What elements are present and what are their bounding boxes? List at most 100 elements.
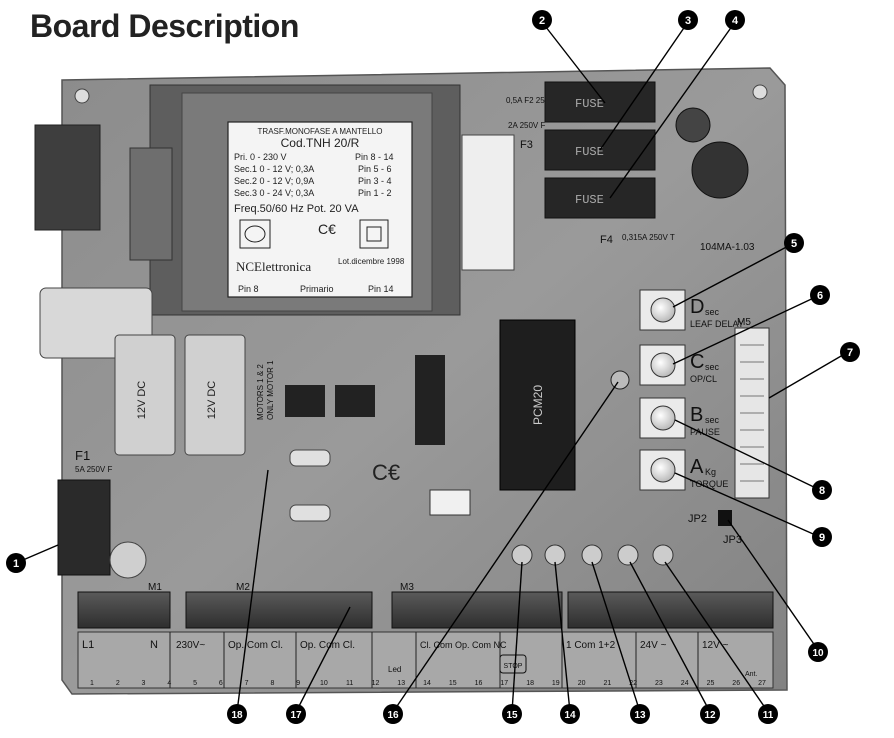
callout-8: 8 [812, 480, 832, 500]
trimmer-a-name: TORQUE [690, 479, 728, 489]
transformer-lot: Lot.dicembre 1998 [338, 257, 405, 266]
terminal-group-24v: 24V ~ [640, 640, 667, 651]
callout-5: 5 [784, 233, 804, 253]
callout-12: 12 [700, 704, 720, 724]
transformer-type: TRASF.MONOFASE A MANTELLO [258, 127, 383, 136]
terminal-block-m2 [185, 591, 373, 629]
terminal-block-m1 [77, 591, 171, 629]
relay: 12V DC [114, 334, 176, 456]
trimmer-a-unit: Kg [705, 467, 716, 477]
transformer-label [227, 121, 413, 298]
terminal-stop: STOP [504, 663, 523, 670]
transformer-pin14: Pin 14 [368, 284, 394, 294]
terminal-number: 22 [629, 680, 637, 687]
terminal-number: 8 [270, 680, 274, 687]
transformer-code: Cod.TNH 20/R [281, 136, 360, 150]
callout-5-text: 5 [791, 238, 797, 250]
ce-mark-icon: C€ [318, 221, 336, 237]
callout-1: 1 [6, 553, 26, 573]
trimmer-d: D sec LEAF DELAY [639, 289, 744, 331]
callout-7-text: 7 [847, 347, 853, 359]
trimmer-d-unit: sec [705, 307, 720, 317]
m3-label: M3 [400, 582, 414, 593]
filter-block [34, 124, 101, 231]
callout-18: 18 [227, 704, 247, 724]
callout-1-text: 1 [13, 558, 19, 570]
transformer-freq: Freq.50/60 Hz Pot. 20 VA [234, 203, 359, 215]
led [652, 544, 674, 566]
motors-text: MOTORS 1 & 2 [256, 364, 265, 420]
callout-9-text: 9 [819, 532, 825, 544]
callout-13-text: 13 [634, 710, 646, 721]
terminal-led: Led [388, 665, 401, 674]
fuse-f4-text: FUSE [575, 193, 604, 207]
callout-12-text: 12 [704, 710, 716, 721]
trimmer-b-unit: sec [705, 415, 720, 425]
capacitor [691, 141, 749, 199]
mounting-hole [752, 84, 768, 100]
jumper-jp2 [718, 510, 732, 526]
callouts: 1 2 3 4 5 6 7 8 9 10 11 12 13 14 15 16 1… [6, 10, 860, 724]
callout-10: 10 [808, 642, 828, 662]
callout-3: 3 [678, 10, 698, 30]
callout-14: 14 [560, 704, 580, 724]
chip-label: PCM20 [531, 385, 545, 425]
terminal-number: 17 [500, 680, 508, 687]
trimmer-b-name: PAUSE [690, 427, 720, 437]
x-capacitor [129, 147, 173, 261]
fuse-f3-rating: 2A 250V F [508, 121, 545, 130]
callout-11: 11 [758, 704, 778, 724]
mounting-hole [74, 88, 90, 104]
callout-10-text: 10 [812, 648, 824, 659]
terminal-number: 3 [142, 680, 146, 687]
trimmer-d-letter: D [690, 296, 704, 318]
callout-2-text: 2 [539, 15, 545, 27]
f1-label: F1 [75, 448, 90, 463]
terminal-number: 9 [296, 680, 300, 687]
terminal-number: 10 [320, 680, 328, 687]
f1-rating: 5A 250V F [75, 465, 112, 474]
transformer-sec3: Sec.3 0 - 24 V; 0,3A [234, 188, 314, 198]
transformer-primario: Primario [300, 284, 334, 294]
callout-3-text: 3 [685, 15, 691, 27]
terminal-number: 14 [423, 680, 431, 687]
transformer: TRASF.MONOFASE A MANTELLO Cod.TNH 20/R P… [149, 84, 461, 316]
terminal-number: 15 [449, 680, 457, 687]
callout-16: 16 [383, 704, 403, 724]
callout-17: 17 [286, 704, 306, 724]
terminal-number: 23 [655, 680, 663, 687]
callout-8-text: 8 [819, 485, 825, 497]
led [581, 544, 603, 566]
terminal-number: 21 [604, 680, 612, 687]
terminal-group-motor1: Op. Com Cl. [228, 640, 283, 651]
board-id: 104MA-1.03 [700, 242, 755, 253]
trimmer-a-letter: A [690, 456, 704, 478]
transformer-sec2: Sec.2 0 - 12 V; 0,9A [234, 176, 314, 186]
trimmer-c: C sec OP/CL [639, 344, 720, 386]
trimmer-c-letter: C [690, 351, 704, 373]
leader-lines [15, 21, 849, 713]
page-title: Board Description [30, 8, 299, 44]
terminal-number: 16 [475, 680, 483, 687]
terminal-number: 2 [116, 680, 120, 687]
transformer-brand: NCElettronica [236, 259, 311, 274]
terminal-group-cmd: 1 Com 1+2 [566, 640, 616, 651]
terminal-number: 27 [758, 680, 766, 687]
terminal-number: 11 [346, 680, 353, 687]
callout-18-text: 18 [231, 710, 243, 721]
terminal-block-m3 [391, 591, 563, 629]
capacitor [675, 107, 711, 143]
trimmer-a: A Kg TORQUE [639, 449, 728, 491]
trimmer-c-name: OP/CL [690, 374, 717, 384]
fuse-f2-text: FUSE [575, 97, 604, 111]
terminal-number: 24 [681, 680, 689, 687]
terminal-group-230v: 230V~ [176, 640, 205, 651]
terminal-group-12v: 12V ~ [702, 640, 729, 651]
terminal-number: 7 [245, 680, 249, 687]
fuse-f3-label: F3 [520, 139, 533, 151]
terminal-number: 20 [578, 680, 586, 687]
callout-2: 2 [532, 10, 552, 30]
fuse-f4-rating: 0,315A 250V T [622, 233, 675, 242]
callout-6-text: 6 [817, 290, 823, 302]
